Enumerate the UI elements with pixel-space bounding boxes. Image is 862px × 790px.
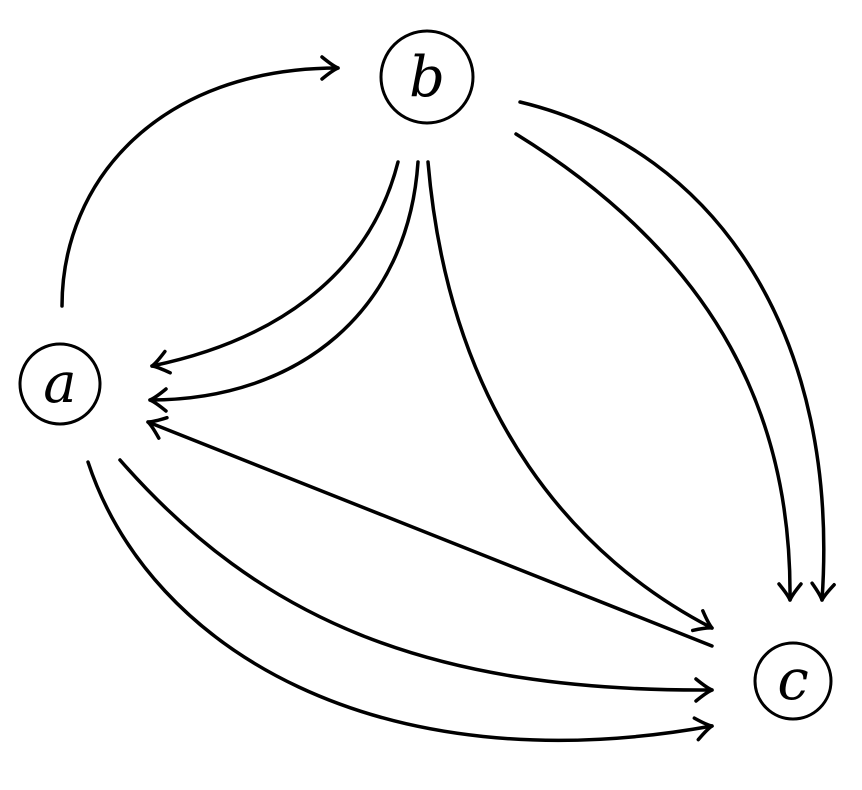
node-a-circle — [18, 342, 102, 426]
arrowhead-b-to-c — [777, 582, 803, 602]
arrowhead-a-to-c — [694, 677, 714, 703]
node-a-label: a — [43, 351, 76, 416]
arrowhead-b-to-c — [690, 609, 714, 633]
edge-a-to-c — [118, 458, 714, 692]
arrowhead-b-to-a — [150, 349, 172, 375]
edge-a-to-b — [60, 66, 340, 308]
arrowhead-a-to-b — [320, 55, 340, 81]
edge-b-to-c — [426, 160, 714, 630]
arrowheads-layer — [146, 55, 836, 742]
edge-c-to-a — [146, 420, 714, 648]
node-c-circle — [753, 641, 833, 721]
node-b: b — [379, 29, 475, 125]
node-c-label: c — [777, 648, 808, 713]
arrowhead-b-to-a — [148, 387, 168, 413]
edge-b-to-c — [518, 100, 826, 602]
arrowhead-b-to-c — [810, 581, 836, 602]
edge-b-to-c — [514, 132, 792, 602]
arrowhead-a-to-c — [692, 716, 714, 742]
edge-b-to-a — [148, 160, 420, 402]
edge-a-to-c — [86, 460, 714, 743]
node-b-label: b — [409, 45, 445, 110]
node-a: a — [18, 342, 102, 426]
edge-b-to-a — [150, 160, 400, 368]
edges-layer — [60, 66, 826, 743]
node-b-circle — [379, 29, 475, 125]
node-c: c — [753, 641, 833, 721]
arrowhead-c-to-a — [146, 415, 169, 440]
